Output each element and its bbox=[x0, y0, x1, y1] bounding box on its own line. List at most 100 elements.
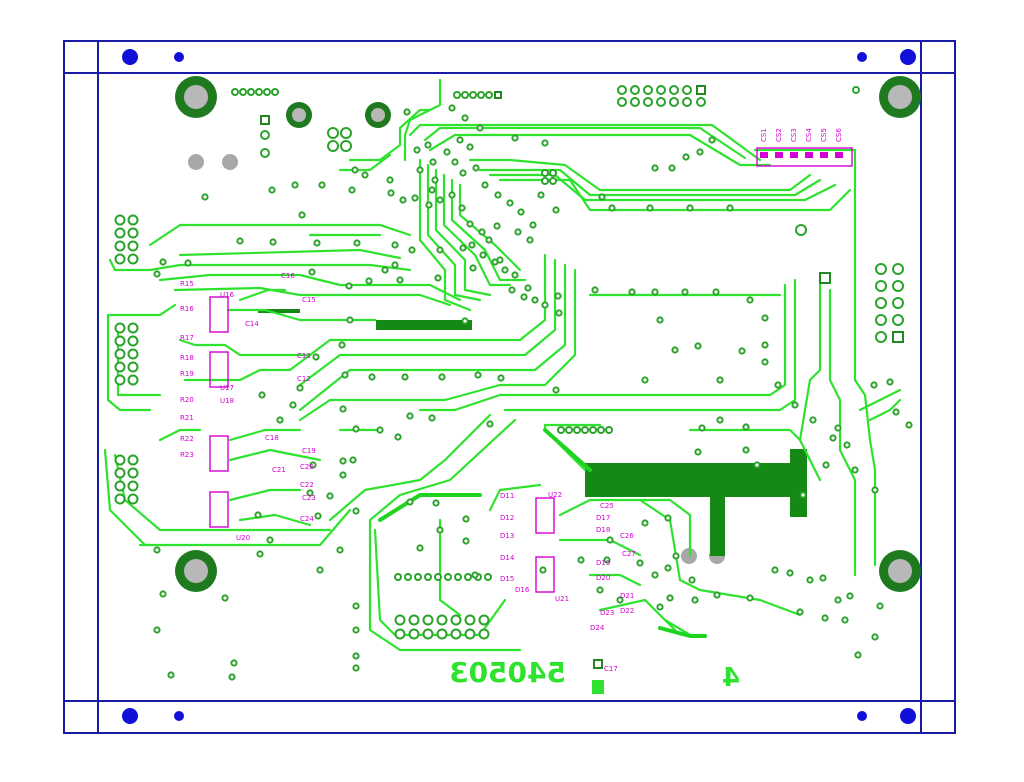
via bbox=[691, 596, 699, 604]
via-field bbox=[153, 104, 913, 681]
via bbox=[656, 316, 664, 324]
via bbox=[291, 181, 299, 189]
via bbox=[871, 633, 879, 641]
via bbox=[854, 651, 862, 659]
via bbox=[726, 204, 734, 212]
via bbox=[461, 114, 469, 122]
via bbox=[686, 204, 694, 212]
via bbox=[716, 376, 724, 384]
via bbox=[459, 169, 467, 177]
via bbox=[688, 576, 696, 584]
via bbox=[666, 594, 674, 602]
fiducial-marks bbox=[122, 49, 916, 724]
via bbox=[806, 576, 814, 584]
via bbox=[761, 314, 769, 322]
board-marking: 540503 4 bbox=[449, 656, 740, 693]
via bbox=[471, 571, 479, 579]
via bbox=[399, 196, 407, 204]
via bbox=[497, 374, 505, 382]
via bbox=[352, 602, 360, 610]
via bbox=[352, 626, 360, 634]
component-label: R23 bbox=[180, 451, 194, 459]
via bbox=[406, 498, 414, 506]
via bbox=[416, 166, 424, 174]
via bbox=[416, 544, 424, 552]
via bbox=[326, 492, 334, 500]
via bbox=[348, 186, 356, 194]
connector-pin-label: CS6 bbox=[835, 128, 843, 142]
via bbox=[641, 376, 649, 384]
component-label: D16 bbox=[515, 586, 530, 594]
pads-small-top-left bbox=[260, 86, 860, 284]
via bbox=[694, 342, 702, 350]
via bbox=[431, 176, 439, 184]
signal-traces bbox=[103, 78, 902, 652]
via bbox=[591, 286, 599, 294]
component-label: C12 bbox=[297, 375, 311, 383]
via bbox=[339, 457, 347, 465]
via bbox=[834, 596, 842, 604]
via bbox=[349, 456, 357, 464]
via bbox=[876, 602, 884, 610]
via bbox=[436, 246, 444, 254]
via bbox=[406, 412, 414, 420]
via bbox=[361, 171, 369, 179]
component-label: C18 bbox=[265, 434, 279, 442]
via bbox=[396, 276, 404, 284]
via bbox=[514, 228, 522, 236]
via bbox=[501, 266, 509, 274]
via bbox=[461, 317, 469, 325]
connector-pin-label: CS3 bbox=[790, 128, 798, 142]
power-traces bbox=[378, 428, 707, 638]
component-label: R21 bbox=[180, 414, 194, 422]
pin-headers bbox=[114, 85, 904, 640]
component-label: C25 bbox=[600, 502, 614, 510]
via bbox=[159, 590, 167, 598]
via bbox=[742, 446, 750, 454]
via bbox=[153, 270, 161, 278]
via bbox=[316, 566, 324, 574]
via bbox=[341, 371, 349, 379]
via bbox=[391, 241, 399, 249]
via bbox=[438, 373, 446, 381]
via bbox=[429, 158, 437, 166]
component-label: C23 bbox=[302, 494, 316, 502]
via bbox=[786, 569, 794, 577]
via bbox=[821, 614, 829, 622]
via bbox=[834, 424, 842, 432]
component-label: C14 bbox=[245, 320, 259, 328]
via bbox=[309, 461, 317, 469]
via bbox=[577, 556, 585, 564]
via bbox=[886, 378, 894, 386]
via bbox=[708, 136, 716, 144]
connector-pin-label: CS1 bbox=[760, 128, 768, 142]
via bbox=[472, 164, 480, 172]
via bbox=[256, 550, 264, 558]
via bbox=[468, 241, 476, 249]
via bbox=[843, 441, 851, 449]
via bbox=[672, 552, 680, 560]
header-top-right bbox=[617, 85, 706, 107]
via bbox=[771, 566, 779, 574]
component-label: C21 bbox=[272, 466, 286, 474]
component-label: D19 bbox=[596, 559, 610, 567]
via bbox=[738, 347, 746, 355]
via bbox=[616, 596, 624, 604]
via bbox=[428, 186, 436, 194]
via bbox=[511, 134, 519, 142]
via bbox=[809, 416, 817, 424]
via bbox=[596, 586, 604, 594]
via bbox=[443, 148, 451, 156]
via bbox=[228, 673, 236, 681]
via bbox=[387, 189, 395, 197]
via bbox=[479, 251, 487, 259]
via bbox=[485, 236, 493, 244]
component-label: R22 bbox=[180, 435, 194, 443]
header-left-3 bbox=[114, 454, 139, 505]
component-label: C20 bbox=[300, 463, 314, 471]
via bbox=[462, 515, 470, 523]
via bbox=[153, 546, 161, 554]
via bbox=[353, 239, 361, 247]
connector-pin-label: CS4 bbox=[805, 128, 813, 142]
via bbox=[870, 381, 878, 389]
